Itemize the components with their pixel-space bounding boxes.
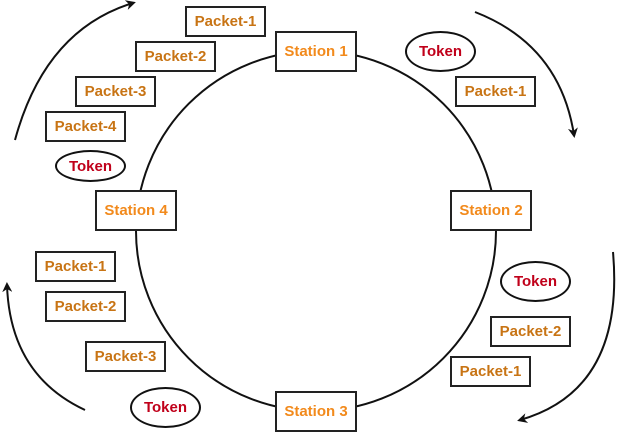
station-2: Station 2 (450, 190, 532, 231)
packet-box: Packet-1 (450, 356, 531, 387)
token-ellipse: Token (130, 387, 201, 428)
packet-box: Packet-2 (490, 316, 571, 347)
token-ellipse: Token (405, 31, 476, 72)
ring-circle (135, 50, 497, 412)
packet-box: Packet-2 (45, 291, 126, 322)
packet-box: Packet-3 (75, 76, 156, 107)
arrow-bottom-right (517, 251, 616, 423)
arrow-top-right (474, 11, 578, 138)
arrow-bottom-left (2, 282, 86, 411)
packet-box: Packet-3 (85, 341, 166, 372)
packet-box: Packet-4 (45, 111, 126, 142)
packet-box: Packet-1 (455, 76, 536, 107)
station-4: Station 4 (95, 190, 177, 231)
token-ellipse: Token (55, 150, 126, 182)
packet-box: Packet-1 (35, 251, 116, 282)
token-ellipse: Token (500, 261, 571, 302)
packet-box: Packet-1 (185, 6, 266, 37)
arrow-top-left (14, 0, 136, 141)
station-1: Station 1 (275, 31, 357, 72)
station-3: Station 3 (275, 391, 357, 432)
packet-box: Packet-2 (135, 41, 216, 72)
